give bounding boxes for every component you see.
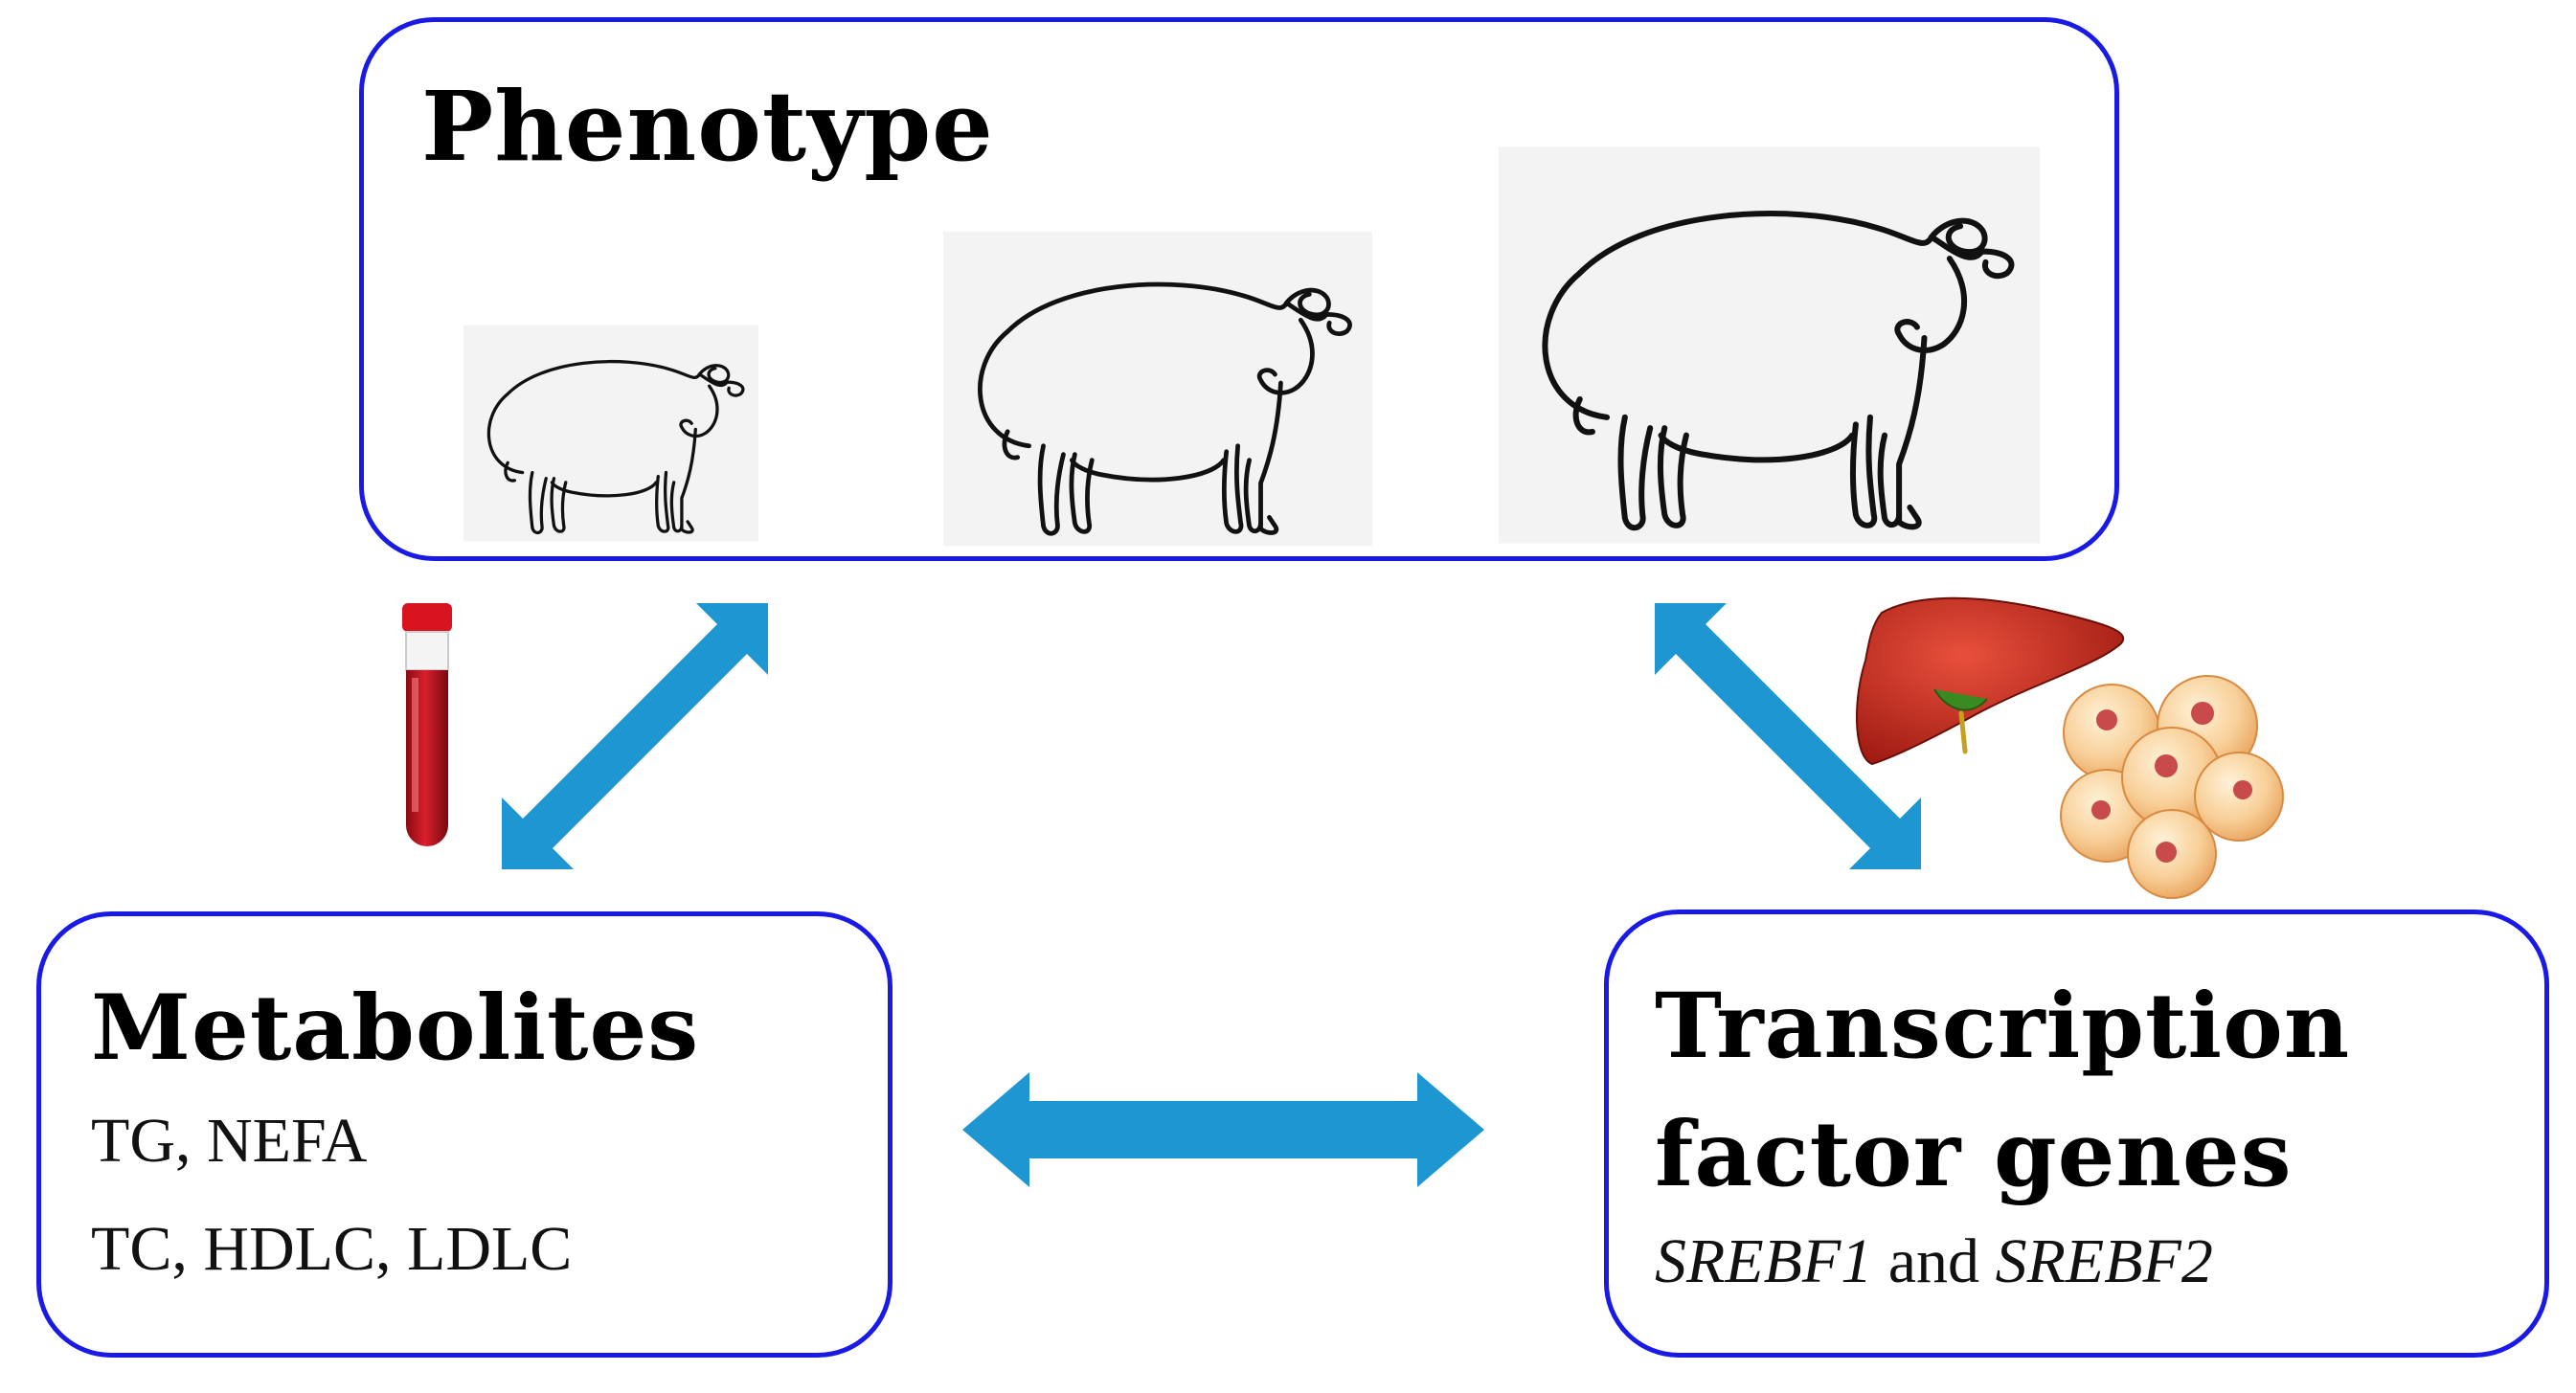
transcription-title-line-1: Transcription bbox=[1655, 974, 2351, 1079]
arrow-phenotype-transcription bbox=[1655, 603, 1921, 869]
sheep-small-icon bbox=[463, 323, 758, 544]
sheep-medium-icon bbox=[943, 232, 1372, 547]
metabolites-line-2: TC, HDLC, LDLC bbox=[91, 1214, 573, 1284]
transcription-title-line-2: factor genes bbox=[1655, 1102, 2293, 1207]
blood-tube-icon bbox=[402, 603, 452, 846]
gene-list: SREBF1 and SREBF2 bbox=[1655, 1230, 2213, 1293]
arrow-phenotype-metabolites bbox=[502, 603, 768, 869]
gene-srebf1: SREBF1 bbox=[1655, 1226, 1873, 1296]
transcription-box: Transcription factor genes SREBF1 and SR… bbox=[1604, 910, 2549, 1358]
metabolites-box: Metabolites TG, NEFA TC, HDLC, LDLC bbox=[36, 911, 893, 1358]
arrow-metabolites-transcription bbox=[962, 1072, 1484, 1187]
fat-cells-icon bbox=[2060, 675, 2284, 899]
metabolites-title: Metabolites bbox=[91, 976, 700, 1081]
phenotype-title: Phenotype bbox=[421, 70, 994, 183]
liver-icon bbox=[1856, 596, 2124, 766]
gene-srebf2: SREBF2 bbox=[1995, 1226, 2213, 1296]
metabolites-line-1: TG, NEFA bbox=[91, 1106, 368, 1176]
sheep-large-icon bbox=[1499, 146, 2040, 543]
gene-conjunction: and bbox=[1872, 1226, 1996, 1296]
